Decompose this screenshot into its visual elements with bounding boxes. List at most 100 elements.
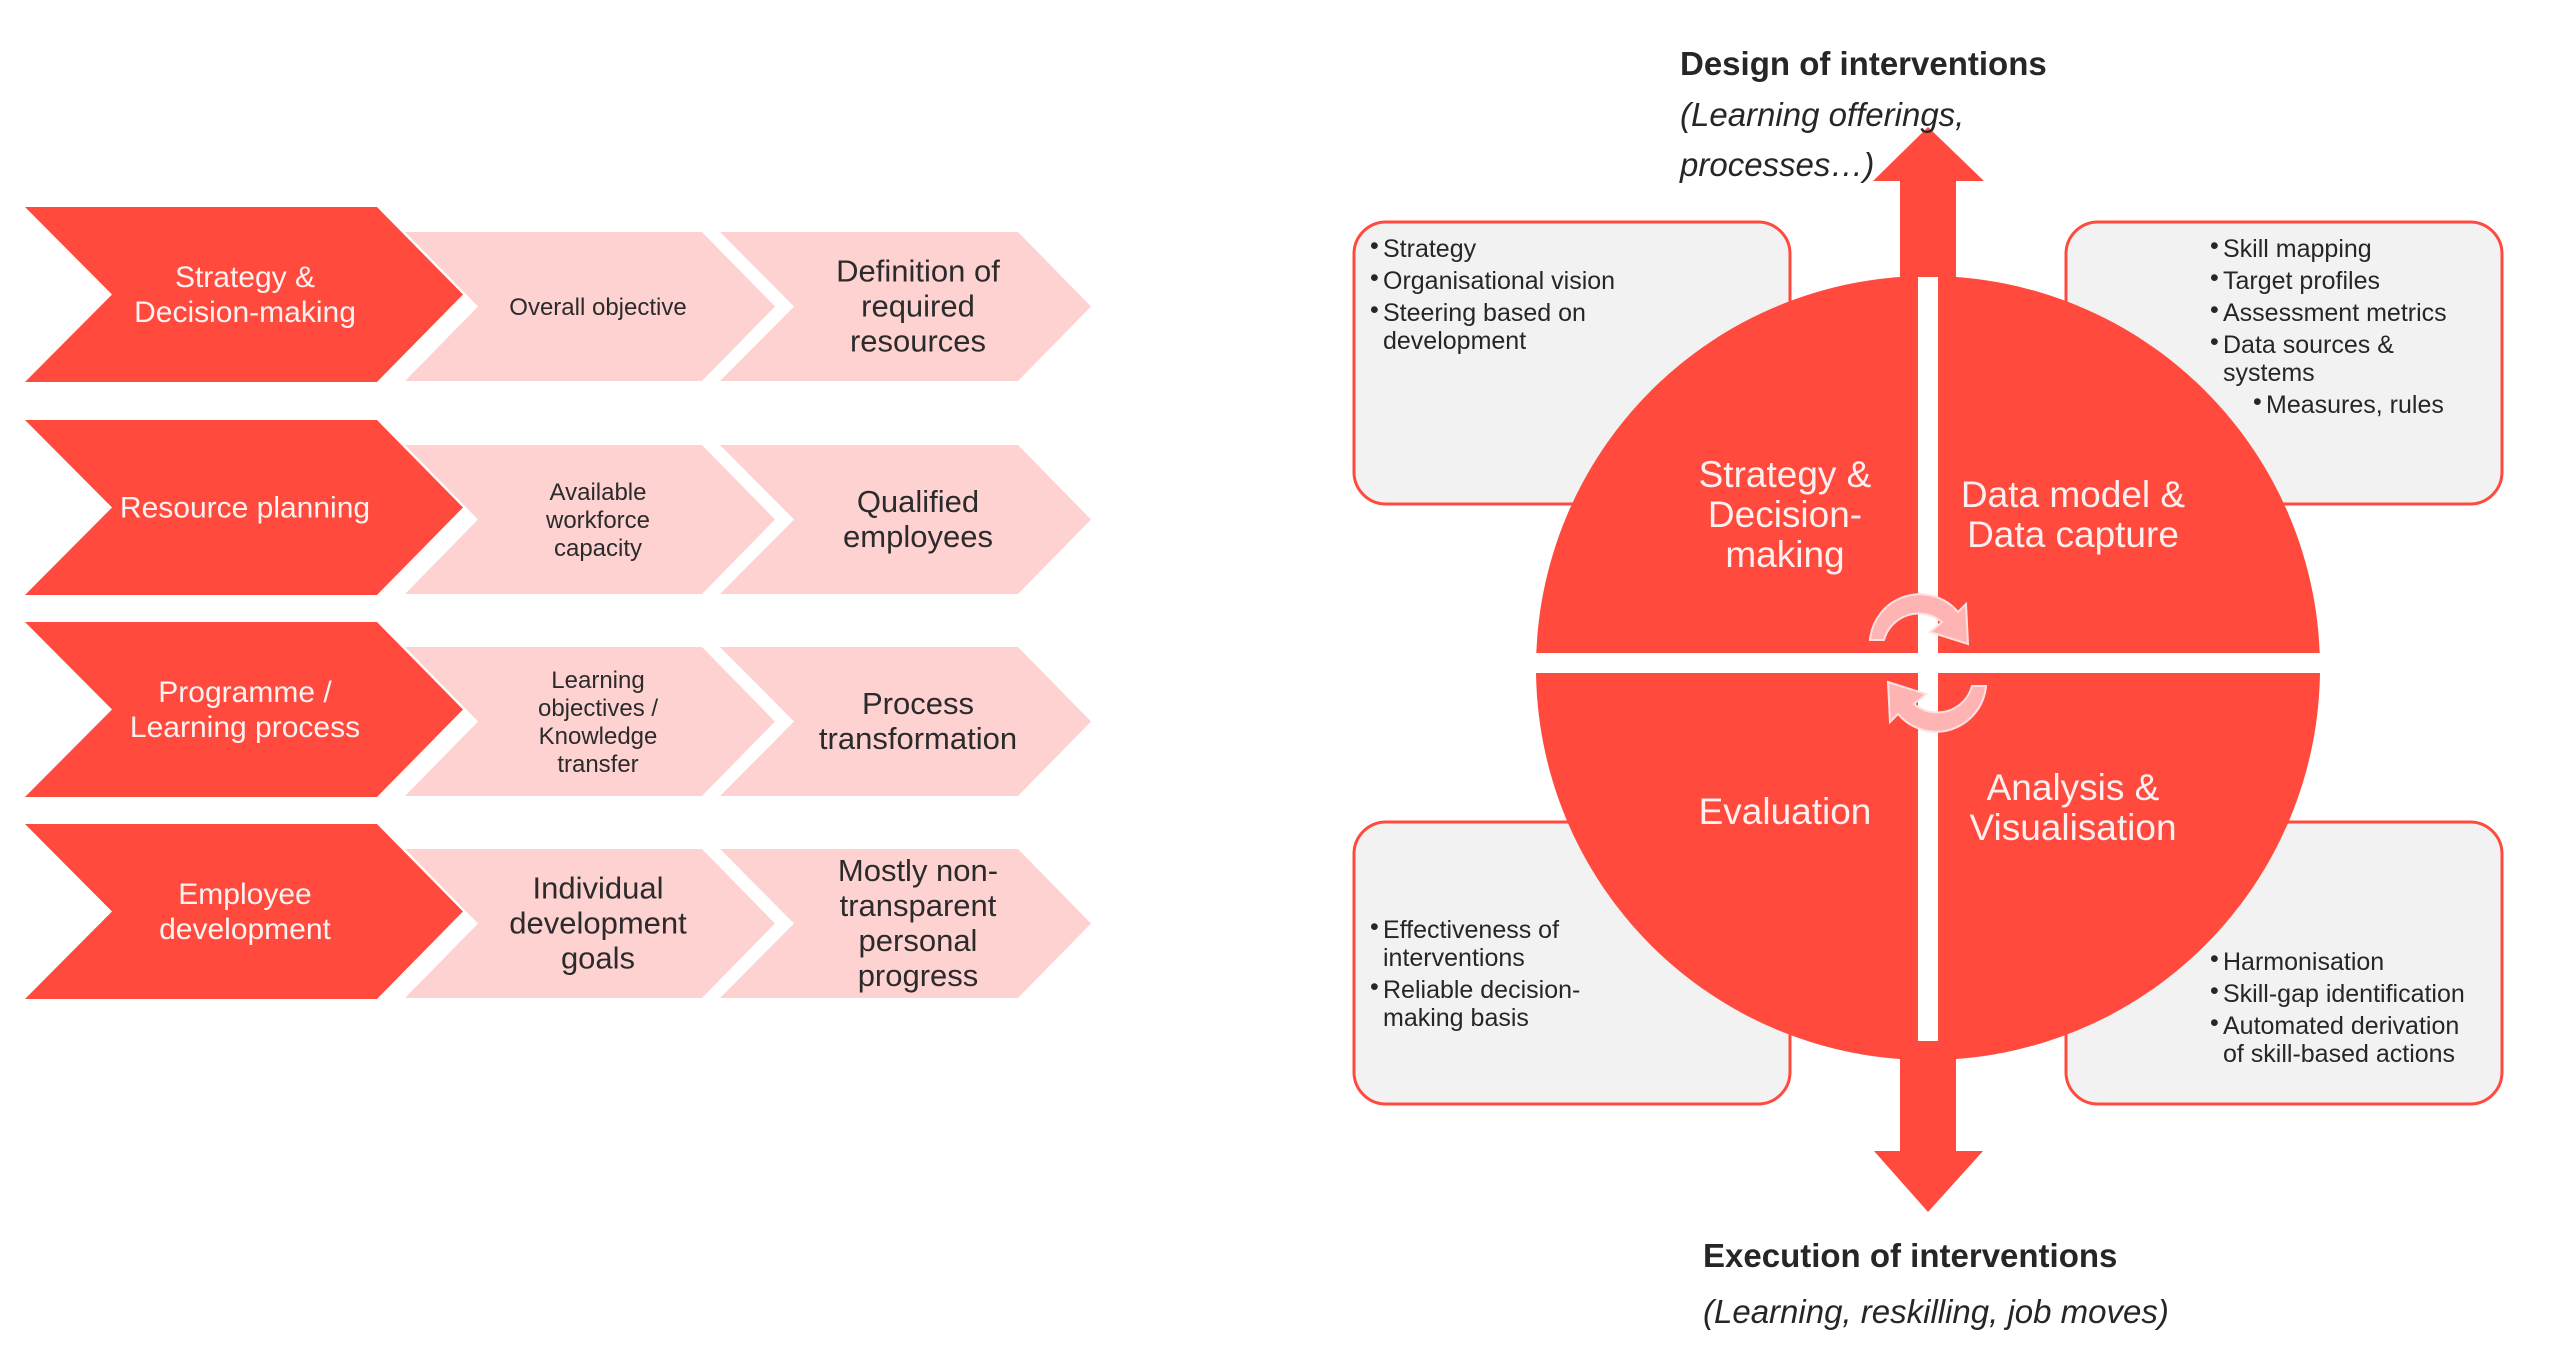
cycle-arrow-clockwise-top-icon xyxy=(1868,593,1970,646)
step-chevron-2 xyxy=(720,849,1091,998)
step-chevron-1 xyxy=(405,232,775,381)
step-2-label: resources xyxy=(850,324,986,359)
step-2-label: transparent xyxy=(840,888,997,923)
bullet-icon: • xyxy=(1370,913,1379,941)
category-label: Learning process xyxy=(130,711,360,744)
list-item: Skill mapping xyxy=(2223,235,2372,263)
quadrant-label-evaluation: Evaluation xyxy=(1699,791,1872,832)
category-label: Programme / xyxy=(158,676,332,709)
list-item: interventions xyxy=(1383,944,1525,972)
subheading-line: (Learning, reskilling, job moves) xyxy=(1703,1293,2169,1330)
bullet-icon: • xyxy=(2210,1009,2219,1037)
process-row: Programme /Learning process Learningobjec… xyxy=(25,622,1091,797)
list-item: Harmonisation xyxy=(2223,948,2384,976)
quadrant-label-line: Evaluation xyxy=(1699,791,1872,832)
step-1-label: workforce xyxy=(545,507,650,534)
list-item: Measures, rules xyxy=(2266,391,2444,419)
step-1-label: Learning xyxy=(551,667,644,694)
quadrant-label-line: making xyxy=(1725,534,1844,575)
list-item: systems xyxy=(2223,359,2315,387)
list-item: Steering based on xyxy=(1383,299,1586,327)
step-chevron-1 xyxy=(405,445,775,594)
list-item: Organisational vision xyxy=(1383,267,1615,295)
quadrant-label-strategy: Strategy &Decision-making xyxy=(1699,454,1872,575)
quadrant-label-line: Visualisation xyxy=(1969,807,2176,848)
execution-heading: Execution of interventions xyxy=(1703,1237,2117,1274)
step-2-label: Process xyxy=(862,686,974,721)
step-1-label: Knowledge xyxy=(539,723,658,750)
info-box-bottom-right-list: •Harmonisation•Skill-gap identification•… xyxy=(2210,945,2465,1068)
cycle-arrow-clockwise-bottom-icon xyxy=(1886,680,1988,733)
cycle-divider-horizontal xyxy=(1530,653,2330,673)
list-item: Assessment metrics xyxy=(2223,299,2447,327)
category-label: development xyxy=(159,913,331,946)
category-label: Employee xyxy=(178,878,311,911)
info-box-top-left-list: •Strategy•Organisational vision•Steering… xyxy=(1370,232,1615,355)
bullet-icon: • xyxy=(1370,264,1379,292)
step-2-label: Mostly non- xyxy=(838,853,998,888)
category-chevron xyxy=(25,420,463,595)
step-2-label: required xyxy=(861,289,975,324)
bullet-icon: • xyxy=(2210,232,2219,260)
quadrant-label-line: Analysis & xyxy=(1987,767,2160,808)
bullet-icon: • xyxy=(1370,232,1379,260)
quadrant-label-line: Strategy & xyxy=(1699,454,1872,495)
step-2-label: transformation xyxy=(819,721,1017,756)
list-item: Strategy xyxy=(1383,235,1477,263)
cycle-diagram: Strategy &Decision-making Data model &Da… xyxy=(1352,45,2504,1330)
quadrant-label-line: Data capture xyxy=(1967,514,2179,555)
category-label: Resource planning xyxy=(120,491,370,524)
list-item: Data sources & xyxy=(2223,331,2394,359)
execution-subheading: (Learning, reskilling, job moves) xyxy=(1703,1293,2169,1330)
bullet-icon: • xyxy=(1370,296,1379,324)
design-heading: Design of interventions xyxy=(1680,45,2047,82)
arrow-up-icon xyxy=(1873,127,1984,300)
step-chevron-2 xyxy=(720,445,1091,594)
list-item: Target profiles xyxy=(2223,267,2380,295)
list-item: development xyxy=(1383,327,1526,355)
step-1-label: Individual xyxy=(533,871,664,906)
list-item: making basis xyxy=(1383,1004,1529,1032)
step-1-label: Available xyxy=(550,479,647,506)
bullet-icon: • xyxy=(2210,945,2219,973)
bullet-icon: • xyxy=(2210,296,2219,324)
quadrant-label-data-model: Data model &Data capture xyxy=(1961,474,2185,555)
step-2-label: Qualified xyxy=(857,484,979,519)
arrow-down-icon xyxy=(1874,1040,1983,1212)
step-2-label: personal xyxy=(859,923,978,958)
subheading-line: (Learning offerings, xyxy=(1680,96,1964,133)
step-2-label: progress xyxy=(858,958,979,993)
bullet-icon: • xyxy=(2210,977,2219,1005)
bullet-icon: • xyxy=(1370,973,1379,1001)
category-chevron xyxy=(25,207,463,382)
bullet-icon: • xyxy=(2253,388,2262,416)
step-chevron-2 xyxy=(720,647,1091,796)
process-row: EmployeedevelopmentIndividualdevelopment… xyxy=(25,824,1091,999)
quadrant-label-line: Decision- xyxy=(1708,494,1862,535)
category-label: Decision-making xyxy=(134,296,356,329)
step-2-label: employees xyxy=(843,519,993,554)
step-chevron-1 xyxy=(405,647,775,796)
step-1-label: goals xyxy=(561,941,635,976)
info-box-top-right-list: •Skill mapping•Target profiles•Assessmen… xyxy=(2210,232,2447,419)
list-item: Skill-gap identification xyxy=(2223,980,2465,1008)
category-chevron xyxy=(25,824,463,999)
list-item: of skill-based actions xyxy=(2223,1040,2455,1068)
design-subheading: (Learning offerings,processes…) xyxy=(1679,96,1964,183)
bullet-icon: • xyxy=(2210,264,2219,292)
step-1-label: transfer xyxy=(557,751,638,778)
list-item: Reliable decision- xyxy=(1383,976,1580,1004)
step-1-label: objectives / xyxy=(538,695,658,722)
quadrant-label-line: Data model & xyxy=(1961,474,2185,515)
list-item: Effectiveness of xyxy=(1383,916,1559,944)
bullet-icon: • xyxy=(2210,328,2219,356)
step-chevron-2 xyxy=(720,232,1091,381)
step-1-label: development xyxy=(509,906,687,941)
step-chevron-1 xyxy=(405,849,775,998)
step-2-label: Definition of xyxy=(836,254,1000,289)
category-chevron xyxy=(25,622,463,797)
category-label: Strategy & xyxy=(175,261,315,294)
